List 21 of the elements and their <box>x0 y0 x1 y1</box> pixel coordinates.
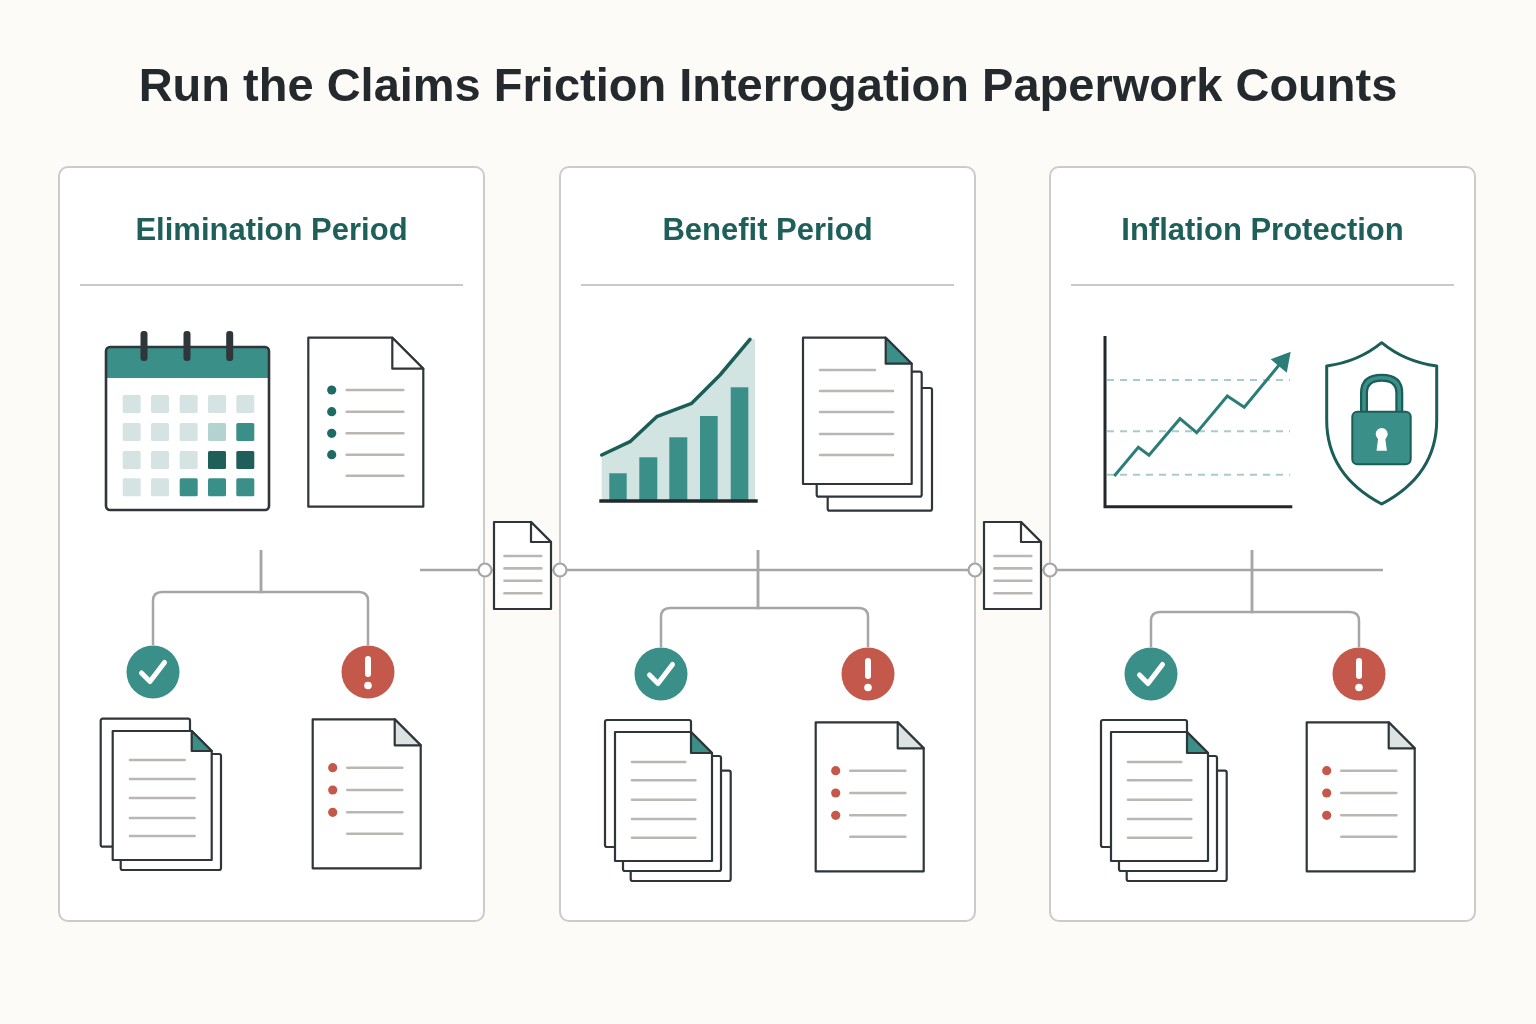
panel-heading: Inflation Protection <box>1121 212 1404 248</box>
connector-line <box>552 562 983 578</box>
page-title: Run the Claims Friction Interrogation Paperwork Counts <box>138 57 1398 113</box>
panel-card <box>58 166 485 922</box>
check-icon <box>634 647 688 701</box>
panel-card <box>559 166 976 922</box>
connector-line <box>1042 562 1383 578</box>
exclamation-icon <box>1332 647 1386 701</box>
panel-heading: Benefit Period <box>662 212 873 248</box>
panel-heading: Elimination Period <box>135 212 408 248</box>
document-icon <box>493 521 552 610</box>
document-icon <box>983 521 1042 610</box>
exclamation-icon <box>841 647 895 701</box>
connector-line <box>1250 550 1361 647</box>
connector-line <box>259 550 370 645</box>
connector-line <box>420 562 493 578</box>
connector-line <box>756 550 870 647</box>
exclamation-icon <box>341 645 395 699</box>
panel-card <box>1049 166 1476 922</box>
check-icon <box>1124 647 1178 701</box>
check-icon <box>126 645 180 699</box>
